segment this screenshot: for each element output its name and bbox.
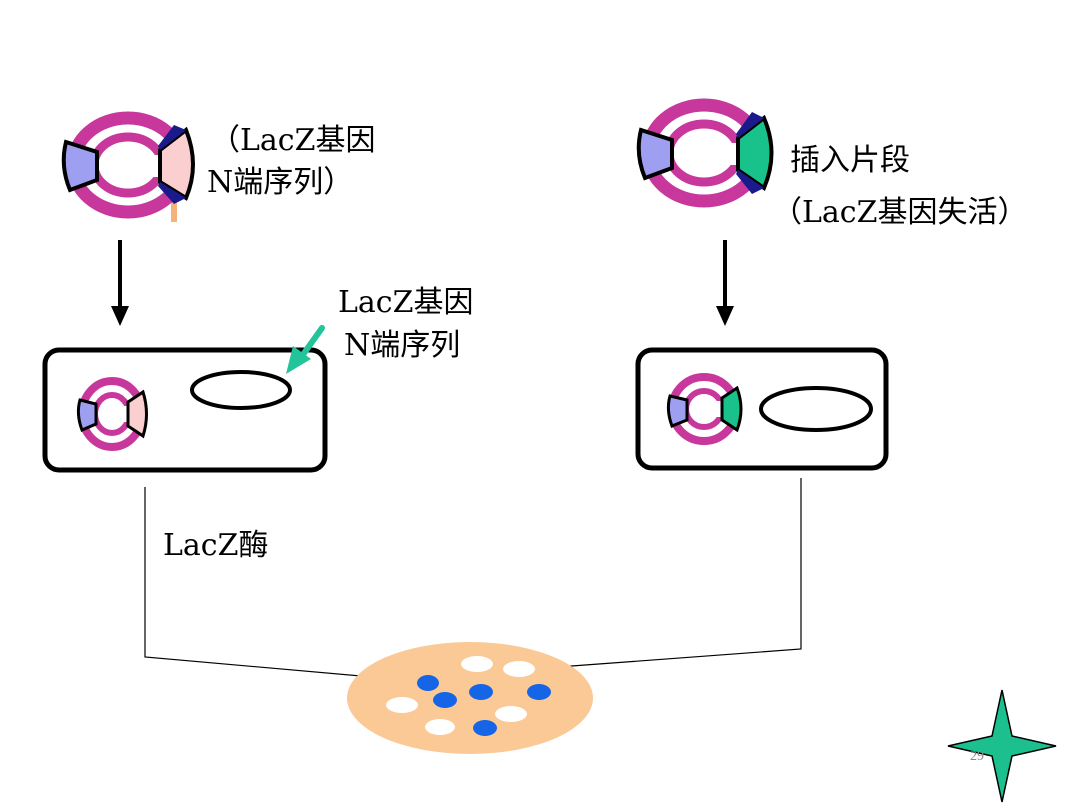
page-number: 29 xyxy=(970,749,984,764)
right-marker-segment xyxy=(636,127,674,181)
petri-plate xyxy=(347,642,593,754)
right-insert-cap-bottom xyxy=(736,170,764,194)
right-down-arrow xyxy=(716,240,734,326)
left-plasmid xyxy=(61,111,195,222)
cell-pointer-label-line1: LacZ基因 xyxy=(338,285,474,320)
right-cell-plasmid xyxy=(666,373,743,445)
blue-colony xyxy=(473,720,497,736)
enzyme-label: LacZ酶 xyxy=(163,528,269,563)
left-plasmid-label-line1: （LacZ基因 xyxy=(210,123,376,158)
left-marker-segment xyxy=(61,139,99,193)
left-lacz-cap-bottom xyxy=(158,182,186,204)
right-plasmid-label-line1: 插入片段 xyxy=(790,143,910,178)
left-connector-line xyxy=(144,487,419,685)
left-cell xyxy=(42,347,328,473)
right-cell xyxy=(635,347,889,471)
right-cell-genome xyxy=(759,386,873,432)
blue-colony xyxy=(527,684,551,700)
star-icon xyxy=(947,689,1057,803)
lacz-pointer-arrow xyxy=(286,325,325,374)
white-colony xyxy=(425,719,455,735)
blue-colony xyxy=(469,684,493,700)
blue-colony xyxy=(433,692,457,708)
right-plasmid-label-line2: （LacZ基因失活） xyxy=(772,195,1028,230)
blue-colony xyxy=(417,675,439,691)
left-plasmid-stub xyxy=(171,198,177,222)
left-plasmid-label-line2: N端序列） xyxy=(207,165,354,200)
left-lacz-segment xyxy=(158,126,195,201)
left-lacz-cap-top xyxy=(158,125,186,150)
left-cell-plasmid xyxy=(76,377,148,451)
left-down-arrow xyxy=(111,240,129,326)
white-colony xyxy=(503,661,535,677)
white-colony xyxy=(495,706,527,722)
white-colony xyxy=(461,656,493,672)
right-plasmid xyxy=(636,98,774,208)
right-insert-cap-top xyxy=(736,112,764,138)
white-colony xyxy=(386,697,418,713)
right-connector-line xyxy=(530,478,802,673)
right-insert-segment xyxy=(736,114,774,192)
cell-pointer-label-line2: N端序列 xyxy=(344,328,461,363)
left-cell-genome xyxy=(190,370,292,410)
